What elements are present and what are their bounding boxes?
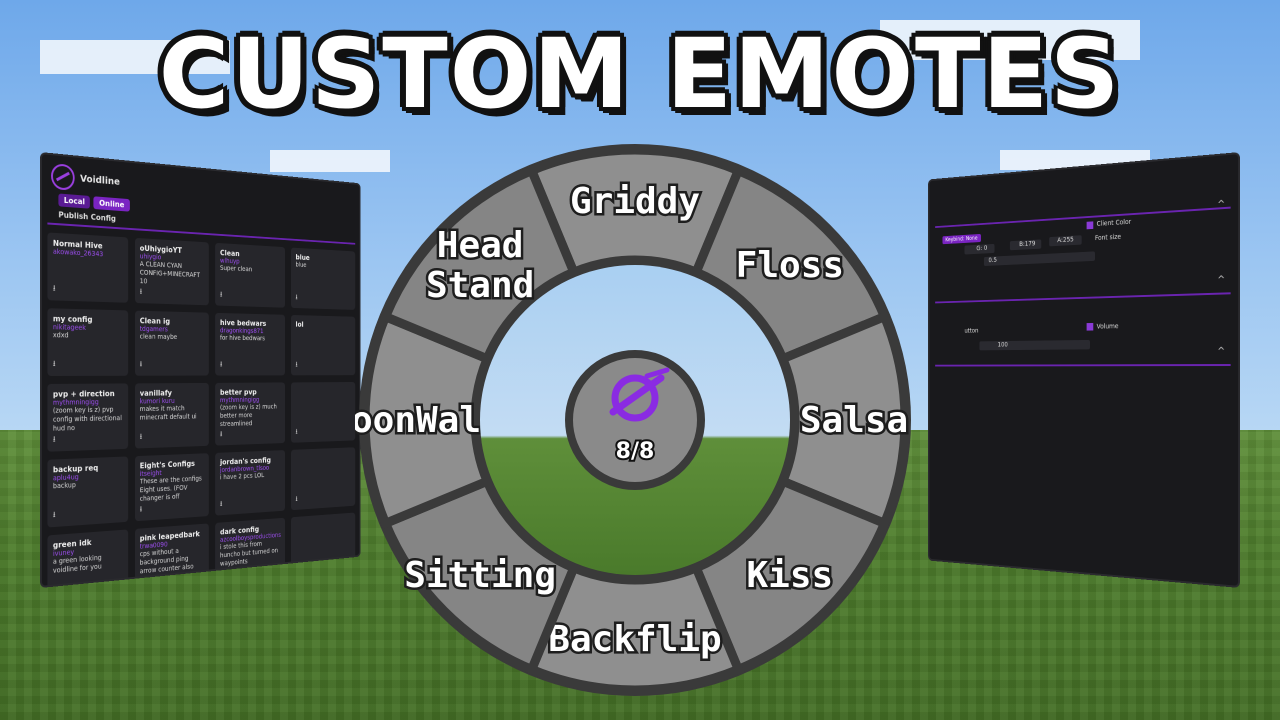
download-icon[interactable]: ⭳ <box>52 434 56 444</box>
g-value: G: 0 <box>976 244 988 253</box>
emote-segment[interactable] <box>379 164 580 365</box>
config-card-description: clean maybe <box>139 332 178 341</box>
download-icon[interactable]: ⭳ <box>295 360 298 369</box>
font-size-label: Font size <box>1094 232 1122 242</box>
font-size-value: 0.5 <box>988 256 997 265</box>
voidline-logo-icon <box>51 163 75 191</box>
download-icon[interactable]: ⭳ <box>220 499 223 508</box>
config-card-description: for hive bedwars <box>220 334 265 343</box>
keybind-tag[interactable]: Keybind: None <box>942 233 981 245</box>
download-icon[interactable]: ⭳ <box>52 283 56 293</box>
config-card-description: blue <box>295 261 307 269</box>
download-icon[interactable]: ⭳ <box>295 292 298 302</box>
emote-label: Salsa <box>800 400 908 441</box>
download-icon[interactable]: ⭳ <box>52 510 56 520</box>
download-icon[interactable]: ⭳ <box>139 286 143 296</box>
config-card-name: lol <box>295 320 304 329</box>
emote-label: Floss <box>736 245 844 286</box>
download-icon[interactable]: ⭳ <box>220 290 223 299</box>
voidline-logo-icon <box>609 367 670 422</box>
config-card-name <box>296 453 352 455</box>
settings-section: utton Volume 100 ^ <box>935 294 1231 367</box>
download-icon[interactable]: ⭳ <box>295 494 298 503</box>
config-card-description: i have 2 pcs LOL <box>220 471 265 482</box>
a-value: A:255 <box>1057 235 1074 245</box>
download-icon[interactable]: ⭳ <box>139 432 143 441</box>
emote-label: Kiss <box>747 555 834 596</box>
config-card-name <box>296 518 352 522</box>
button-label: utton <box>964 327 979 335</box>
config-card-author <box>296 518 352 522</box>
config-card-description: (zoom key is z) much better more streaml… <box>220 403 277 428</box>
volume-label: Volume <box>1096 322 1119 331</box>
config-card-description: makes it match minecraft default ui <box>139 404 197 422</box>
download-icon[interactable]: ⭳ <box>220 429 223 439</box>
cloud <box>880 20 1140 60</box>
config-card-description: A CLEAN CYAN CONFIG+MINECRAFT 10 <box>139 260 200 286</box>
config-card-description: xdxd <box>52 331 69 340</box>
config-card-description: (zoom key is z) pvp config with directio… <box>52 405 122 433</box>
tab-online[interactable]: Online <box>93 196 130 212</box>
chevron-up-icon[interactable]: ^ <box>1217 274 1226 286</box>
download-icon[interactable]: ⭳ <box>295 427 298 436</box>
config-card-description: i stole this from huncho but turned on w… <box>220 540 278 568</box>
emote-label: Sitting <box>404 555 556 596</box>
download-icon[interactable]: ⭳ <box>52 359 56 369</box>
config-card[interactable]: ⭳ <box>291 382 356 443</box>
tab-local[interactable]: Local <box>58 193 91 209</box>
config-card[interactable]: ⭳ <box>291 447 356 511</box>
download-icon[interactable]: ⭳ <box>139 359 143 369</box>
config-card-description: Super clean <box>220 264 253 274</box>
emote-label: Griddy <box>570 181 700 222</box>
config-card[interactable]: lol ⭳ <box>291 314 356 376</box>
config-card-description <box>296 453 352 455</box>
emote-wheel: GriddyFlossSalsaKissBackflipSittingMoonW… <box>355 144 911 696</box>
config-card-description: cps without a background ping arrow coun… <box>139 547 194 576</box>
config-card-author <box>296 453 352 455</box>
settings-panel: ^ Keybind: None Client Color Font size G… <box>927 152 1240 588</box>
config-panel: Voidline Local Online Publish Config Nor… <box>40 152 361 588</box>
config-card-description: These are the configs Eight uses. (FOV c… <box>139 474 202 503</box>
emote-counter: 8/8 <box>616 439 655 464</box>
chevron-up-icon[interactable]: ^ <box>1217 346 1226 358</box>
cloud <box>270 150 390 172</box>
config-card-description <box>296 518 352 522</box>
font-size-dropdown[interactable] <box>983 251 1095 267</box>
volume-value: 100 <box>997 341 1008 349</box>
client-color-swatch[interactable] <box>1086 221 1094 230</box>
cloud <box>40 40 230 74</box>
volume-slider[interactable] <box>979 339 1090 351</box>
client-color-label: Client Color <box>1096 218 1132 228</box>
volume-swatch[interactable] <box>1086 322 1094 331</box>
app-name: Voidline <box>80 173 120 188</box>
download-icon[interactable]: ⭳ <box>220 359 223 369</box>
emote-label: Backflip <box>548 619 721 660</box>
b-value: B:179 <box>1019 239 1036 248</box>
download-icon[interactable]: ⭳ <box>139 504 143 514</box>
page-title: CUSTOM EMOTES <box>158 18 1122 130</box>
